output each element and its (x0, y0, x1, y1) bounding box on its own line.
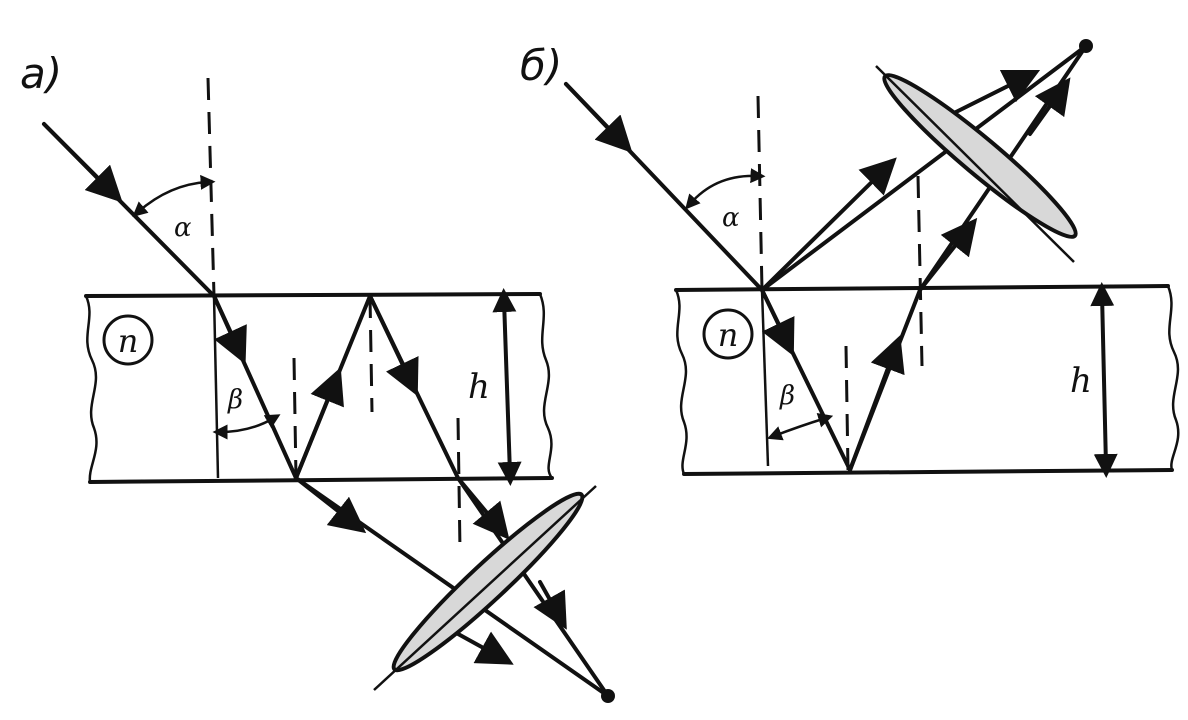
alpha-label-b: α (722, 203, 740, 233)
panel-a: а) (20, 49, 615, 703)
normal-a-top (368, 295, 374, 413)
normal-a-incident (206, 77, 216, 297)
normal-a-bottom (292, 357, 298, 479)
focus-point-a (601, 689, 615, 703)
normal-a-inside (212, 295, 220, 479)
focus-point-b (1079, 39, 1093, 53)
thickness-label-a: h (468, 367, 490, 407)
ray-b-reflected-1 (760, 44, 1088, 292)
beta-label-b: β (779, 381, 795, 411)
panel-b: б) (520, 39, 1180, 478)
normal-b-bottom (844, 345, 850, 471)
medium-circle-b (702, 308, 754, 360)
thickness-arrow-b (1090, 282, 1118, 478)
normal-b-incident (756, 95, 764, 291)
medium-label-b: n (718, 316, 739, 354)
medium-circle-a (102, 314, 154, 366)
lens-a (373, 485, 597, 691)
normal-a-exit (456, 417, 462, 551)
thickness-arrow-a (492, 288, 522, 486)
angle-beta-arc-a (212, 414, 281, 440)
angle-alpha-arc-a (132, 174, 216, 217)
angle-alpha-arc-b (685, 168, 766, 210)
angle-beta-arc-b (766, 413, 834, 441)
medium-label-a: n (118, 322, 139, 360)
panel-b-label: б) (520, 41, 562, 90)
normal-b-top (916, 175, 924, 367)
plate-a (84, 292, 554, 484)
thickness-label-b: h (1070, 361, 1092, 401)
alpha-label-a: α (174, 213, 192, 243)
normal-b-inside (760, 289, 770, 467)
beta-label-a: β (227, 385, 243, 415)
lens-b (875, 65, 1078, 263)
panel-a-label: а) (20, 49, 62, 98)
